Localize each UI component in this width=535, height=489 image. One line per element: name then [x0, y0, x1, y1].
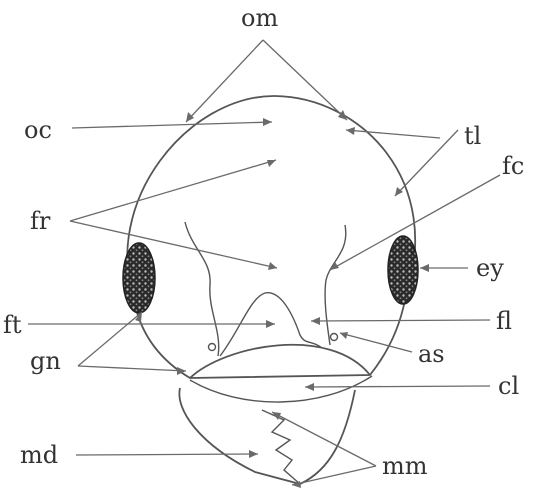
arrowhead — [292, 481, 301, 488]
label-om: om — [241, 4, 278, 32]
label-ey: ey — [476, 254, 504, 282]
mandibles-outline — [178, 387, 356, 485]
fr-leader-upper — [69, 159, 277, 222]
arrowhead — [420, 264, 429, 272]
arrowhead — [395, 187, 403, 196]
arrowhead — [249, 450, 258, 458]
right-compound-eye — [387, 235, 419, 305]
arrowhead — [340, 332, 348, 339]
arrowhead — [263, 118, 272, 126]
fr-leader-lower — [69, 220, 278, 269]
mandible-jagged-margin — [261, 409, 301, 485]
as-leader — [339, 332, 413, 353]
arrowhead — [338, 110, 347, 120]
om-leader-left — [185, 39, 264, 123]
tl-leader-lower — [394, 129, 459, 197]
label-oc: oc — [24, 116, 52, 144]
label-gn: gn — [30, 347, 61, 375]
arrowhead — [186, 112, 194, 122]
clypeus-outline — [189, 344, 371, 379]
clypeus-lower-edge — [189, 375, 373, 403]
gn-leader-upper — [77, 311, 143, 367]
arrowhead — [135, 312, 142, 322]
frons-outline — [219, 292, 323, 357]
label-md: md — [20, 441, 58, 469]
arrowhead — [177, 367, 186, 375]
oc-leader — [71, 121, 273, 129]
om-leader-right — [262, 39, 348, 121]
left-antennal-socket — [207, 342, 217, 352]
label-as: as — [418, 340, 445, 368]
label-fr: fr — [30, 207, 51, 235]
label-ft: ft — [3, 311, 22, 339]
left-frontal-suture — [184, 221, 220, 357]
label-mm: mm — [382, 452, 428, 480]
right-antennal-socket — [329, 332, 339, 342]
fl-leader — [310, 319, 491, 322]
arrowhead — [266, 320, 275, 328]
arrowhead — [330, 262, 339, 270]
arrowhead — [272, 412, 281, 420]
md-leader — [75, 453, 259, 456]
mm-leader-upper — [271, 411, 377, 467]
head-capsule-outline — [126, 95, 416, 379]
left-compound-eye — [122, 242, 156, 314]
label-tl: tl — [464, 122, 481, 150]
arrowhead — [268, 262, 277, 270]
tl-leader-upper — [345, 129, 441, 139]
label-fl: fl — [496, 307, 512, 335]
fc-leader — [329, 174, 501, 271]
arrowhead — [267, 160, 276, 167]
label-fc: fc — [502, 152, 524, 180]
label-cl: cl — [498, 372, 519, 400]
arrowhead — [305, 383, 314, 391]
arrowhead — [311, 317, 320, 325]
arrowhead — [346, 127, 355, 135]
gn-leader-lower — [77, 365, 187, 372]
cl-leader — [304, 385, 491, 388]
right-frontal-suture — [324, 224, 347, 346]
mm-leader-lower — [291, 465, 377, 486]
